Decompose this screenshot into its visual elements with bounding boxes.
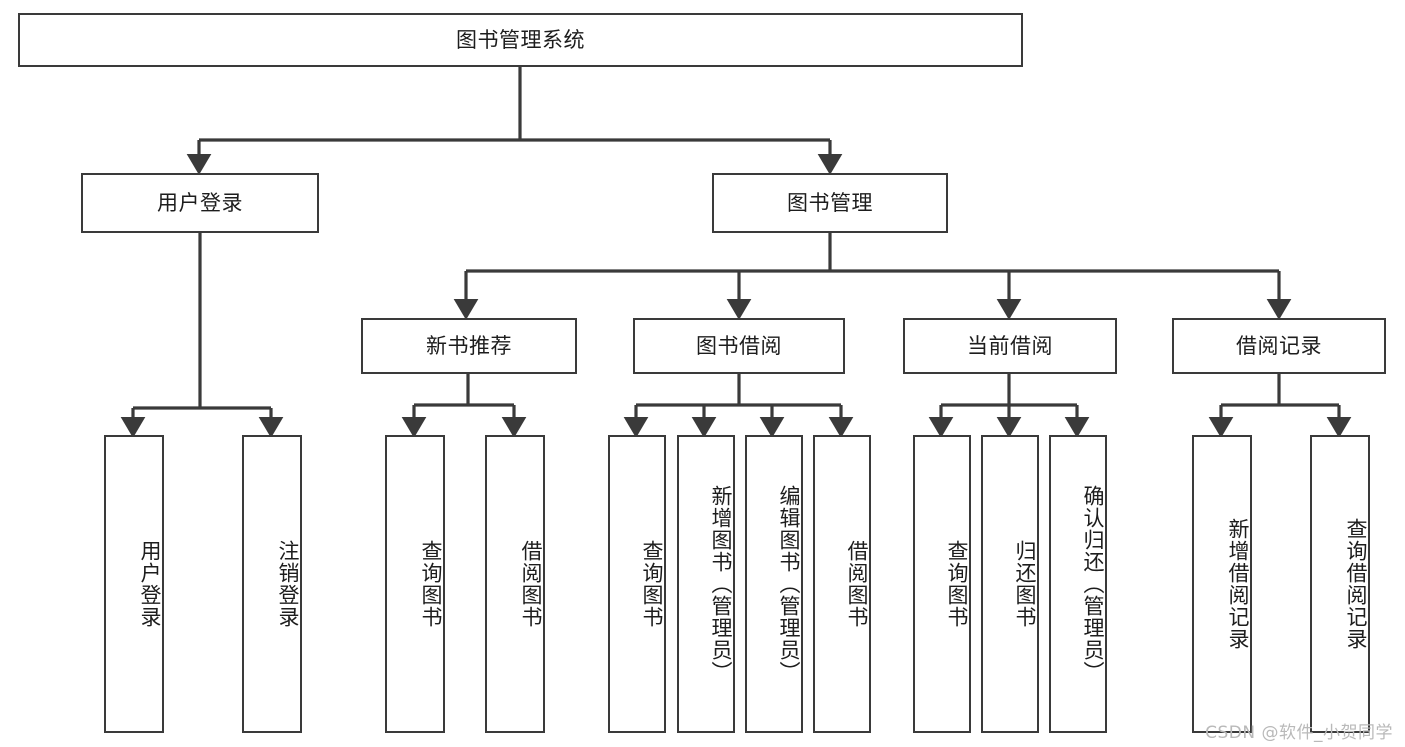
node-label: 查询借阅记录 — [1344, 518, 1368, 650]
node-root[interactable]: 图书管理系统 — [18, 13, 1023, 67]
node-label: 图书管理 — [787, 190, 873, 215]
node-label: 查询图书 — [945, 540, 969, 628]
node-book-manage[interactable]: 图书管理 — [712, 173, 948, 233]
node-leaf-borrow-book-1[interactable]: 借阅图书 — [485, 435, 545, 733]
node-label: 查询图书 — [640, 540, 664, 628]
node-borrow-record[interactable]: 借阅记录 — [1172, 318, 1386, 374]
node-leaf-query-book-3[interactable]: 查询图书 — [913, 435, 971, 733]
node-label: 借阅记录 — [1236, 333, 1322, 358]
node-user-login[interactable]: 用户登录 — [81, 173, 319, 233]
node-label: 确认归还（管理员） — [1081, 485, 1105, 683]
node-label: 查询图书 — [419, 540, 443, 628]
node-label: 新书推荐 — [426, 333, 512, 358]
node-leaf-query-borrow-record[interactable]: 查询借阅记录 — [1310, 435, 1370, 733]
node-label: 编辑图书（管理员） — [777, 485, 801, 683]
node-label: 借阅图书 — [845, 540, 869, 628]
node-leaf-query-book-1[interactable]: 查询图书 — [385, 435, 445, 733]
node-label: 用户登录 — [157, 190, 243, 215]
node-label: 归还图书 — [1013, 540, 1037, 628]
node-leaf-borrow-book-2[interactable]: 借阅图书 — [813, 435, 871, 733]
node-label: 用户登录 — [138, 540, 162, 628]
node-leaf-query-book-2[interactable]: 查询图书 — [608, 435, 666, 733]
node-current-borrow[interactable]: 当前借阅 — [903, 318, 1117, 374]
node-label: 当前借阅 — [967, 333, 1053, 358]
node-label: 借阅图书 — [519, 540, 543, 628]
node-leaf-edit-book[interactable]: 编辑图书（管理员） — [745, 435, 803, 733]
node-label: 图书借阅 — [696, 333, 782, 358]
node-label: 图书管理系统 — [456, 27, 585, 52]
node-leaf-return-book[interactable]: 归还图书 — [981, 435, 1039, 733]
node-leaf-confirm-return[interactable]: 确认归还（管理员） — [1049, 435, 1107, 733]
node-leaf-add-borrow-record[interactable]: 新增借阅记录 — [1192, 435, 1252, 733]
node-leaf-user-login[interactable]: 用户登录 — [104, 435, 164, 733]
node-label: 新增借阅记录 — [1226, 518, 1250, 650]
node-book-borrow[interactable]: 图书借阅 — [633, 318, 845, 374]
node-label: 注销登录 — [276, 540, 300, 628]
node-leaf-add-book[interactable]: 新增图书（管理员） — [677, 435, 735, 733]
node-leaf-logout[interactable]: 注销登录 — [242, 435, 302, 733]
node-new-book-recommendation[interactable]: 新书推荐 — [361, 318, 577, 374]
node-label: 新增图书（管理员） — [709, 485, 733, 683]
